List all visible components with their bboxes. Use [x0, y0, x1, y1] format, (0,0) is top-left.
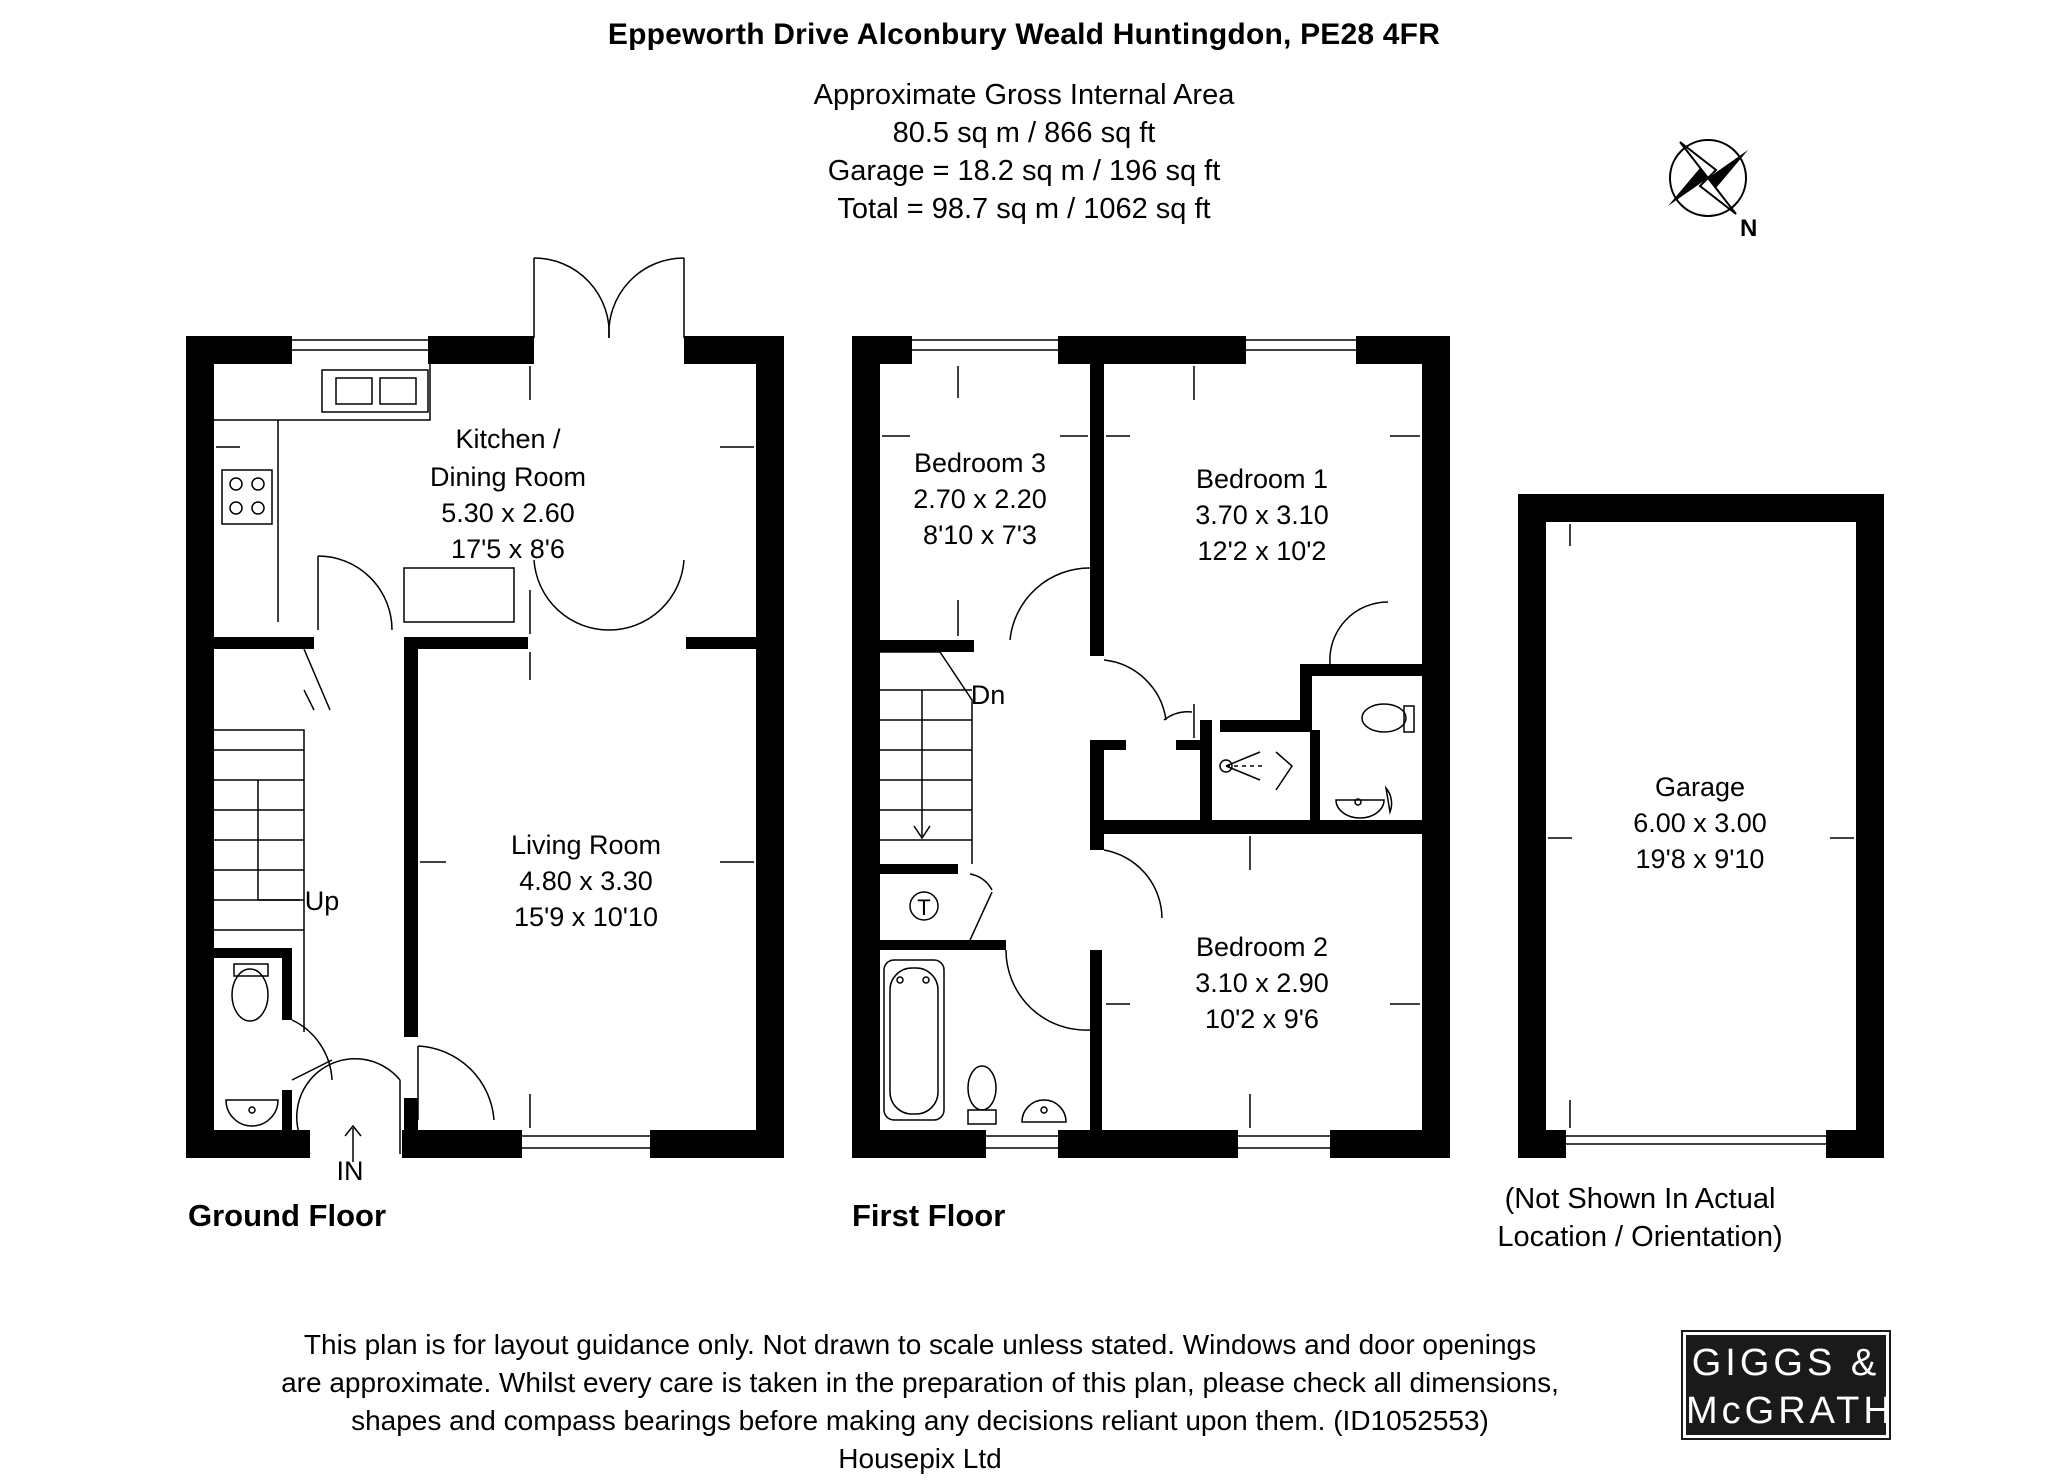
bedroom1-name: Bedroom 1	[1196, 464, 1328, 494]
ground-floor-label: Ground Floor	[188, 1198, 387, 1233]
stairs-up-label: Up	[305, 886, 340, 916]
stairs-down-label: Dn	[971, 680, 1006, 710]
kitchen-metric: 5.30 x 2.60	[441, 498, 575, 528]
bedroom2-metric: 3.10 x 2.90	[1195, 968, 1329, 998]
first-floor-label: First Floor	[852, 1198, 1006, 1233]
garage-imperial: 19'8 x 9'10	[1636, 844, 1765, 874]
bedroom1-imperial: 12'2 x 10'2	[1198, 536, 1327, 566]
living-imperial: 15'9 x 10'10	[514, 902, 658, 932]
ground-floor-fixtures	[189, 257, 754, 1162]
garage-note: (Not Shown In Actual Location / Orientat…	[1490, 1180, 1790, 1256]
area-garage: Garage = 18.2 sq m / 196 sq ft	[827, 155, 1221, 187]
disclaimer-line2: are approximate. Whilst every care is ta…	[281, 1367, 1559, 1398]
bedroom1-metric: 3.70 x 3.10	[1195, 500, 1329, 530]
logo-line2: McGRATH	[1686, 1390, 1895, 1432]
garage-metric: 6.00 x 3.00	[1633, 808, 1767, 838]
disclaimer-line3: shapes and compass bearings before makin…	[351, 1405, 1489, 1436]
garage-name: Garage	[1655, 772, 1745, 802]
living-name: Living Room	[511, 830, 661, 860]
property-address: Eppeworth Drive Alconbury Weald Huntingd…	[607, 18, 1441, 51]
garage-note-line2: Location / Orientation)	[1497, 1221, 1783, 1253]
area-total: Total = 98.7 sq m / 1062 sq ft	[837, 193, 1211, 225]
entry-label: IN	[337, 1156, 364, 1186]
ground-floor-plan	[186, 336, 784, 1158]
bedroom2-name: Bedroom 2	[1196, 932, 1328, 962]
disclaimer: This plan is for layout guidance only. N…	[230, 1326, 1610, 1478]
logo-line1: GIGGS &	[1691, 1342, 1881, 1384]
room-labels: Kitchen / Dining Room 5.30 x 2.60 17'5 x…	[305, 424, 1767, 1186]
disclaimer-line1: This plan is for layout guidance only. N…	[303, 1329, 1537, 1360]
area-summary: Approximate Gross Internal Area 80.5 sq …	[0, 76, 2048, 228]
tank-label: T	[917, 895, 930, 920]
garage-fixtures	[1548, 524, 1854, 1145]
first-floor-plan	[852, 336, 1450, 1158]
compass-rose-icon	[1668, 139, 1748, 217]
bedroom2-imperial: 10'2 x 9'6	[1205, 1004, 1319, 1034]
area-main: 80.5 sq m / 866 sq ft	[892, 117, 1156, 149]
agent-logo: GIGGS & McGRATH	[1681, 1330, 1895, 1440]
bedroom3-name: Bedroom 3	[914, 448, 1046, 478]
compass-north-label: N	[1740, 215, 1757, 242]
first-floor-fixtures	[859, 339, 1420, 1149]
kitchen-name-1: Kitchen /	[455, 424, 561, 454]
kitchen-imperial: 17'5 x 8'6	[451, 534, 565, 564]
disclaimer-line4: Housepix Ltd	[838, 1443, 1002, 1474]
kitchen-name-2: Dining Room	[430, 462, 586, 492]
living-metric: 4.80 x 3.30	[519, 866, 653, 896]
bedroom3-imperial: 8'10 x 7'3	[923, 520, 1037, 550]
area-title: Approximate Gross Internal Area	[813, 79, 1235, 111]
bedroom3-metric: 2.70 x 2.20	[913, 484, 1047, 514]
garage-note-line1: (Not Shown In Actual	[1504, 1183, 1776, 1215]
garage-plan	[1518, 494, 1884, 1158]
